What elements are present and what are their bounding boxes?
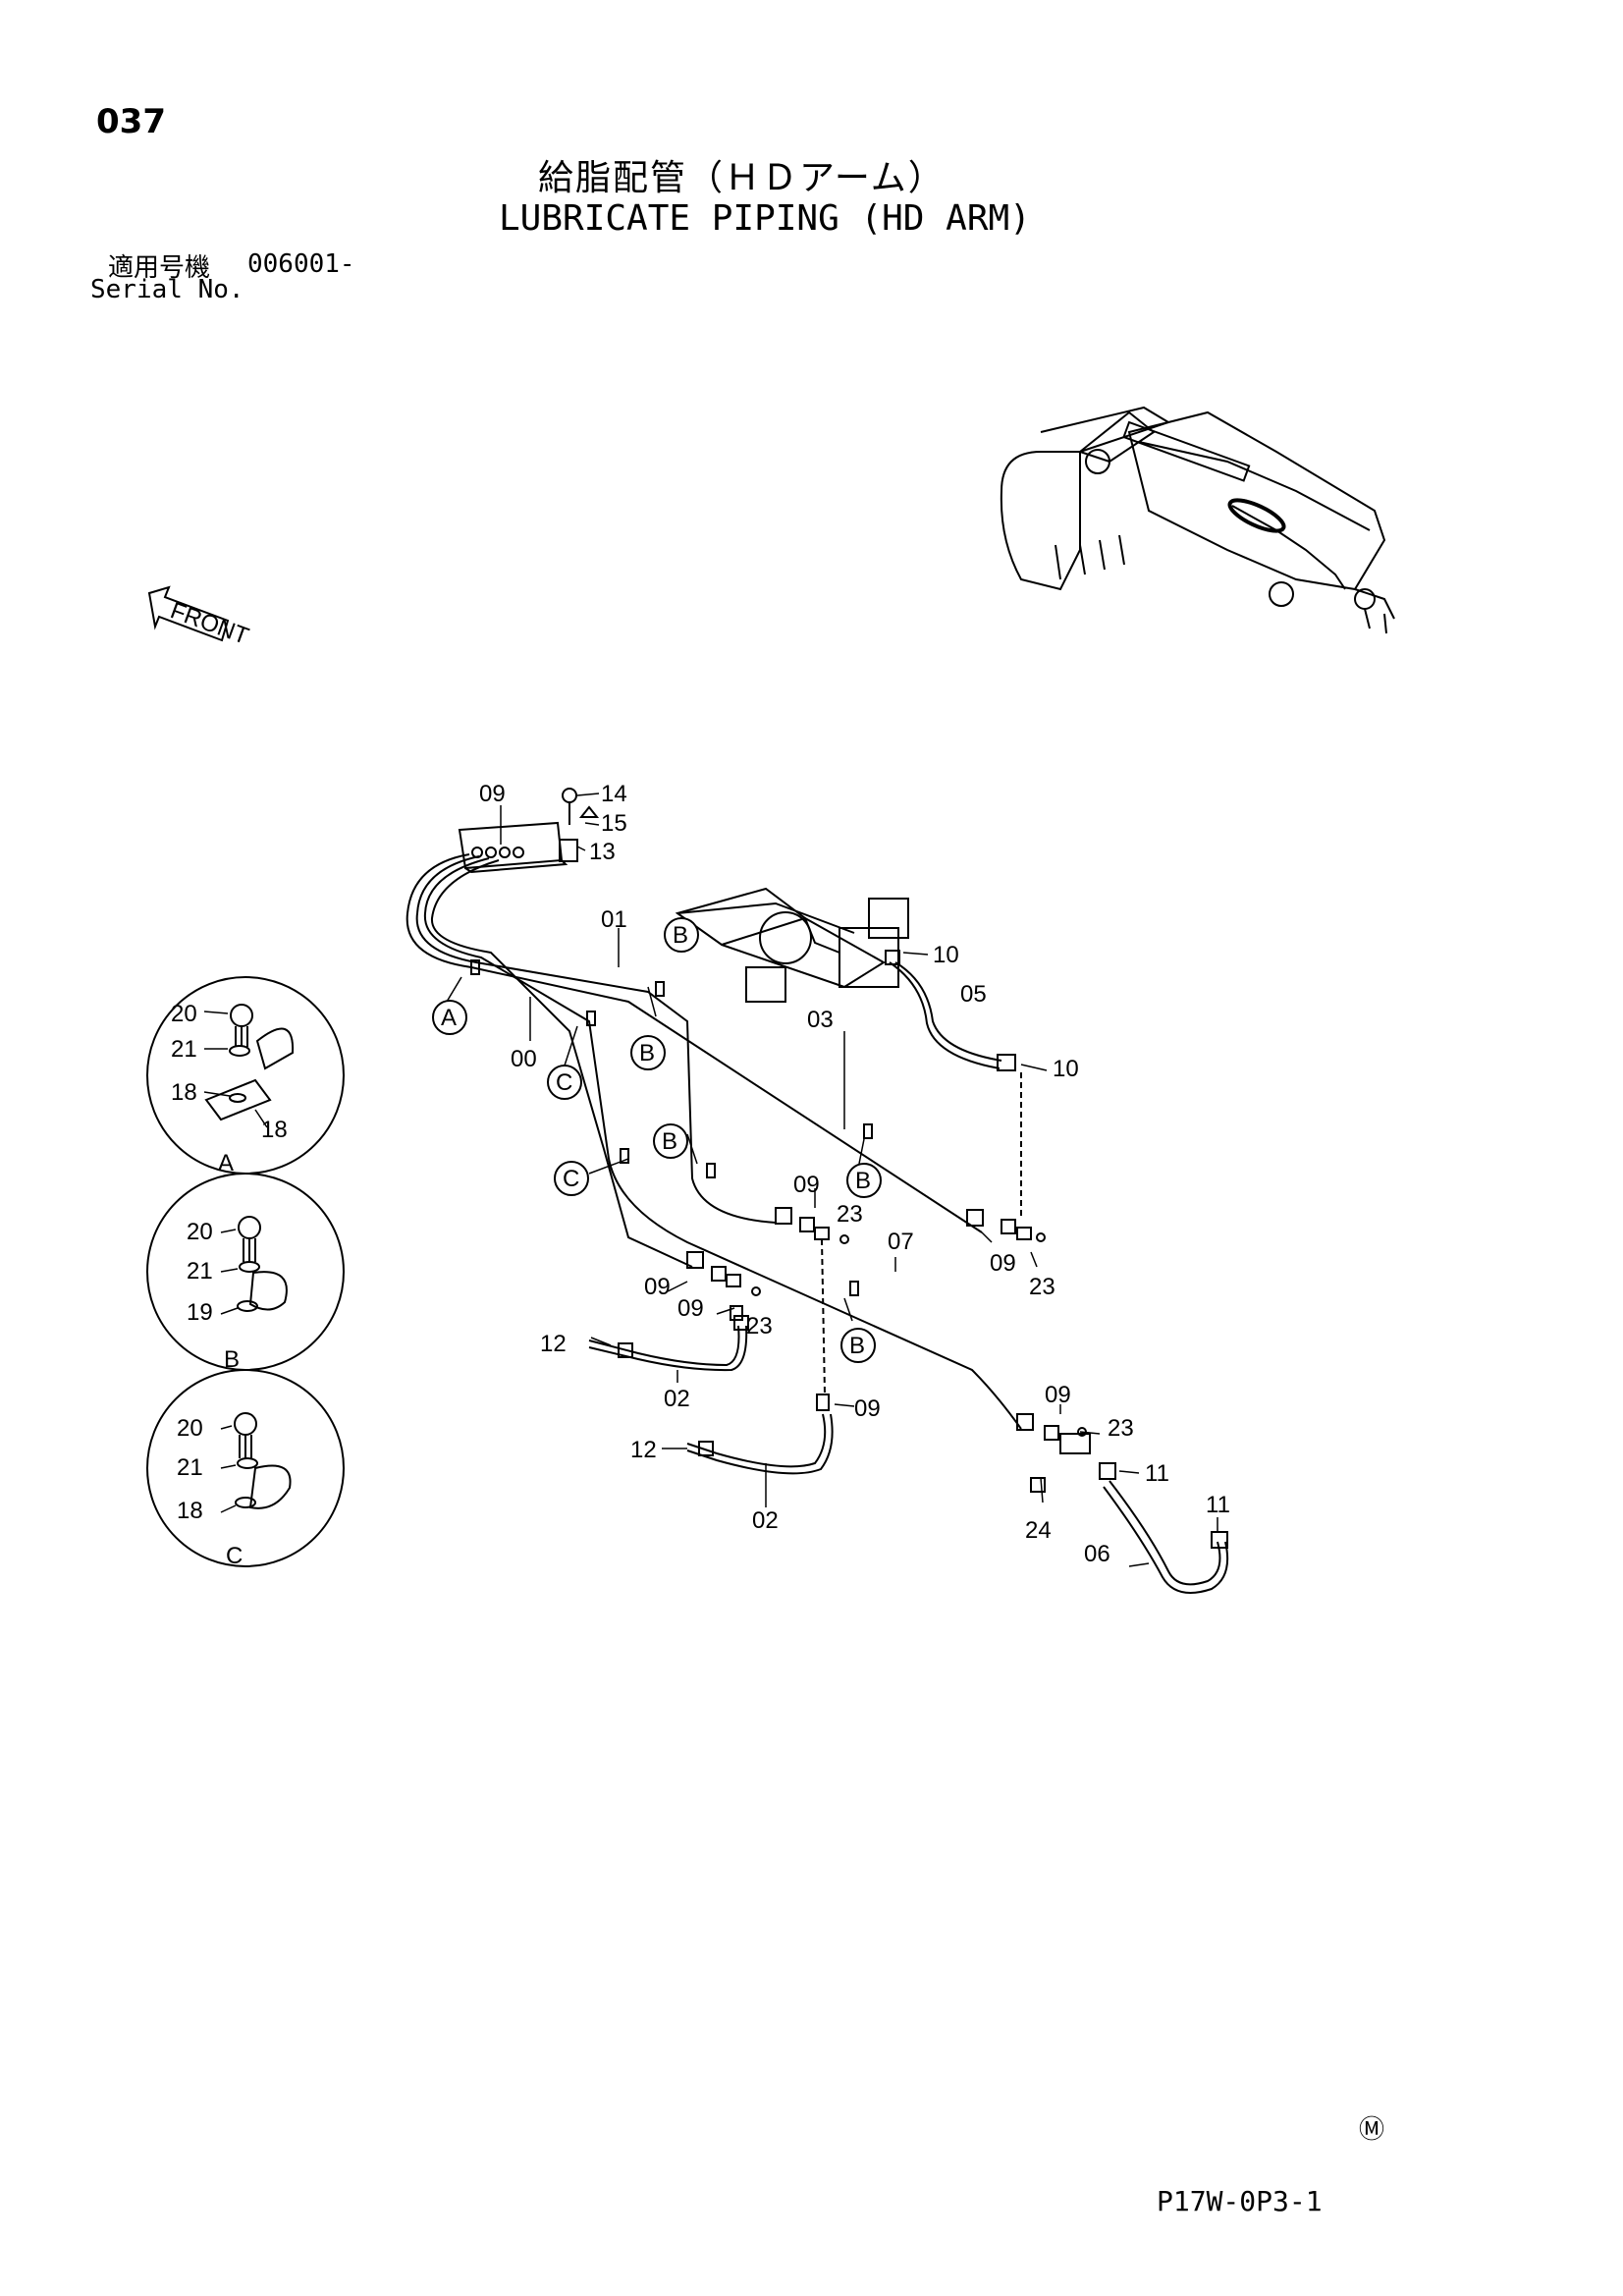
callout-10b: 10 <box>1053 1056 1079 1082</box>
callout-24: 24 <box>1025 1517 1052 1544</box>
fitting-cluster-1 <box>966 1209 1046 1242</box>
detail-c-bolt: 20 <box>177 1415 203 1442</box>
callout-12b: 12 <box>630 1437 657 1463</box>
clamp-marker-c1: C <box>556 1069 572 1096</box>
page-number: 037 <box>96 102 166 141</box>
detail-b-label: B <box>224 1346 240 1373</box>
callout-09d: 09 <box>644 1274 671 1300</box>
callout-09e: 09 <box>677 1295 704 1322</box>
clamp-callout-circles <box>432 917 882 1363</box>
callout-09f: 09 <box>854 1395 881 1422</box>
detail-a-washer: 21 <box>171 1036 197 1063</box>
excavator-overview-illustration <box>1000 406 1395 634</box>
page-title-en: LUBRICATE PIPING (HD ARM) <box>499 198 1031 239</box>
clamp-marker-b2: B <box>639 1040 655 1066</box>
clamp-marker-b1: B <box>673 922 688 949</box>
callout-23b: 23 <box>1029 1274 1055 1300</box>
document-code: P17W-0P3-1 <box>1157 2185 1323 2217</box>
detail-view-b <box>146 1173 345 1371</box>
detail-callouts: 20 21 18 18 A 20 21 19 B 20 21 18 C <box>171 1001 288 1569</box>
callout-15: 15 <box>601 810 627 837</box>
callout-09: 09 <box>479 781 506 807</box>
callout-10a: 10 <box>933 942 959 968</box>
serial-value: 006001- <box>247 249 355 279</box>
detail-a-extra: 18 <box>261 1117 288 1143</box>
hose-05 <box>894 961 1002 1062</box>
detail-b-clamp: 19 <box>187 1299 213 1326</box>
callout-23a: 23 <box>837 1201 863 1228</box>
callout-23c: 23 <box>746 1313 773 1339</box>
detail-b-washer: 21 <box>187 1258 213 1285</box>
leader-lines <box>446 793 1218 1567</box>
detail-view-c <box>146 1369 345 1567</box>
detail-a-label: A <box>218 1150 234 1176</box>
fitting-cluster-2 <box>775 1207 849 1411</box>
front-label: FRONT <box>167 597 252 650</box>
detail-a-bolt: 20 <box>171 1001 197 1027</box>
hose-02-lower <box>686 1413 827 1468</box>
callout-09c: 09 <box>990 1250 1016 1277</box>
callout-02a: 02 <box>664 1386 690 1412</box>
fitting-cluster-4 <box>1016 1413 1116 1493</box>
detail-b-bolt: 20 <box>187 1219 213 1245</box>
fitting-cluster-3 <box>686 1251 761 1321</box>
detail-leaders <box>203 1011 268 1513</box>
detail-c-washer: 21 <box>177 1454 203 1481</box>
clamp-marker-c2: C <box>563 1166 579 1192</box>
clamp-marker-b4: B <box>855 1168 871 1194</box>
manual-mark: Ⓜ <box>1359 2115 1385 2145</box>
clamp-marker-a: A <box>441 1005 457 1031</box>
hose-06 <box>1109 1480 1221 1586</box>
clamp-marker-b3: B <box>662 1128 677 1155</box>
callout-12a: 12 <box>540 1331 567 1357</box>
serial-label-en: Serial No. <box>90 275 244 304</box>
hose-bundle <box>406 853 1022 1430</box>
callout-02b: 02 <box>752 1507 779 1534</box>
detail-c-clamp: 18 <box>177 1498 203 1524</box>
page-title-jp: 給脂配管（ＨＤアーム） <box>538 158 946 198</box>
hose-clamps <box>470 959 873 1296</box>
hose-02-upper <box>588 1325 740 1367</box>
callout-06: 06 <box>1084 1541 1110 1567</box>
callout-14: 14 <box>601 781 627 807</box>
arm-cylinder-outline <box>675 887 909 1003</box>
callout-13: 13 <box>589 839 616 865</box>
front-arrow-icon: FRONT <box>147 585 252 650</box>
serial-label-jp: 適用号機 <box>108 253 211 283</box>
callout-23d: 23 <box>1108 1415 1134 1442</box>
callout-09g: 09 <box>1045 1382 1071 1408</box>
detail-a-clamp: 18 <box>171 1079 197 1106</box>
callout-00: 00 <box>511 1046 537 1072</box>
callout-07: 07 <box>888 1229 914 1255</box>
clamp-marker-b5: B <box>849 1333 865 1359</box>
callout-05: 05 <box>960 981 987 1008</box>
callout-11a: 11 <box>1145 1460 1169 1487</box>
callout-09b: 09 <box>793 1172 820 1198</box>
callout-03: 03 <box>807 1007 834 1033</box>
part-callouts: 09 14 15 13 01 10 05 03 10 00 09 23 07 0… <box>441 781 1230 1567</box>
callout-01: 01 <box>601 906 627 933</box>
callout-11b: 11 <box>1206 1492 1230 1518</box>
detail-c-label: C <box>226 1543 243 1569</box>
